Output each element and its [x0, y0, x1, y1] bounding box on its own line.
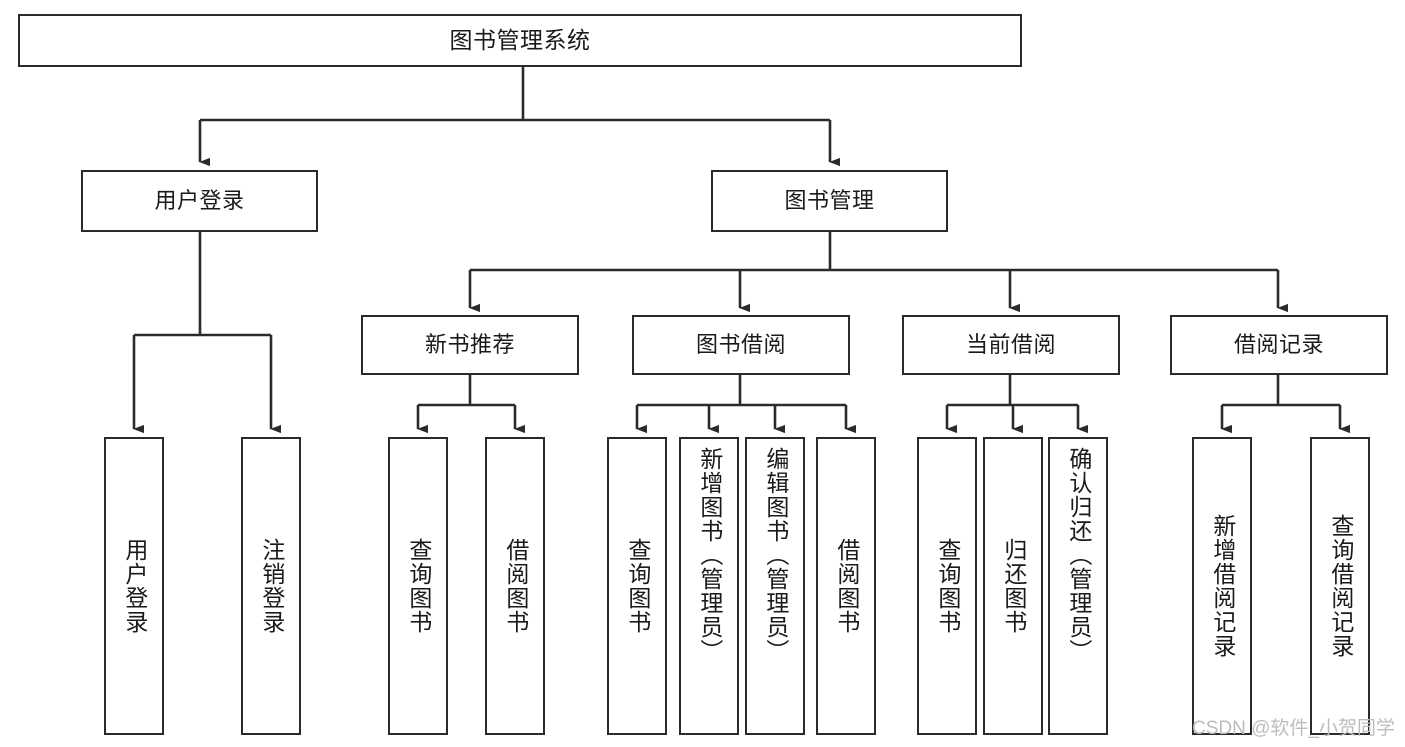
node-label: 借阅记录 — [1233, 332, 1324, 357]
node-label: 查询图书 — [624, 538, 651, 634]
node-label: 归还图书 — [1000, 538, 1027, 634]
leaf-query-book-current[interactable]: 查询图书 — [917, 437, 977, 735]
leaf-query-borrow-record[interactable]: 查询借阅记录 — [1310, 437, 1370, 735]
watermark-text: CSDN @软件_小贺同学 — [1192, 718, 1395, 739]
leaf-query-book-borrow[interactable]: 查询图书 — [607, 437, 667, 735]
node-label: 新增图书（管理员） — [696, 447, 723, 663]
node-root-system[interactable]: 图书管理系统 — [18, 14, 1022, 67]
node-label: 查询借阅记录 — [1327, 514, 1354, 658]
node-label: 借阅图书 — [502, 538, 529, 634]
node-label: 图书管理系统 — [449, 27, 591, 53]
node-label: 用户登录 — [154, 188, 245, 213]
node-user-login[interactable]: 用户登录 — [81, 170, 318, 232]
leaf-edit-book-admin[interactable]: 编辑图书（管理员） — [745, 437, 805, 735]
node-label: 新书推荐 — [424, 332, 515, 357]
node-book-borrow[interactable]: 图书借阅 — [632, 315, 850, 375]
node-new-book-recommend[interactable]: 新书推荐 — [361, 315, 579, 375]
node-label: 查询图书 — [405, 538, 432, 634]
leaf-user-login[interactable]: 用户登录 — [104, 437, 164, 735]
node-label: 确认归还（管理员） — [1065, 447, 1092, 663]
leaf-borrow-book-borrow[interactable]: 借阅图书 — [816, 437, 876, 735]
node-borrow-record[interactable]: 借阅记录 — [1170, 315, 1388, 375]
node-label: 图书借阅 — [695, 332, 786, 357]
node-label: 图书管理 — [784, 188, 875, 213]
leaf-add-book-admin[interactable]: 新增图书（管理员） — [679, 437, 739, 735]
node-current-borrow[interactable]: 当前借阅 — [902, 315, 1120, 375]
leaf-add-borrow-record[interactable]: 新增借阅记录 — [1192, 437, 1252, 735]
leaf-logout-login[interactable]: 注销登录 — [241, 437, 301, 735]
node-label: 注销登录 — [258, 538, 285, 634]
leaf-query-book-recommend[interactable]: 查询图书 — [388, 437, 448, 735]
node-label: 查询图书 — [934, 538, 961, 634]
node-label: 新增借阅记录 — [1209, 514, 1236, 658]
node-label: 编辑图书（管理员） — [762, 447, 789, 663]
node-label: 用户登录 — [121, 538, 148, 634]
leaf-return-book[interactable]: 归还图书 — [983, 437, 1043, 735]
leaf-borrow-book-recommend[interactable]: 借阅图书 — [485, 437, 545, 735]
node-book-manage[interactable]: 图书管理 — [711, 170, 948, 232]
node-label: 借阅图书 — [833, 538, 860, 634]
leaf-confirm-return-admin[interactable]: 确认归还（管理员） — [1048, 437, 1108, 735]
node-label: 当前借阅 — [965, 332, 1056, 357]
